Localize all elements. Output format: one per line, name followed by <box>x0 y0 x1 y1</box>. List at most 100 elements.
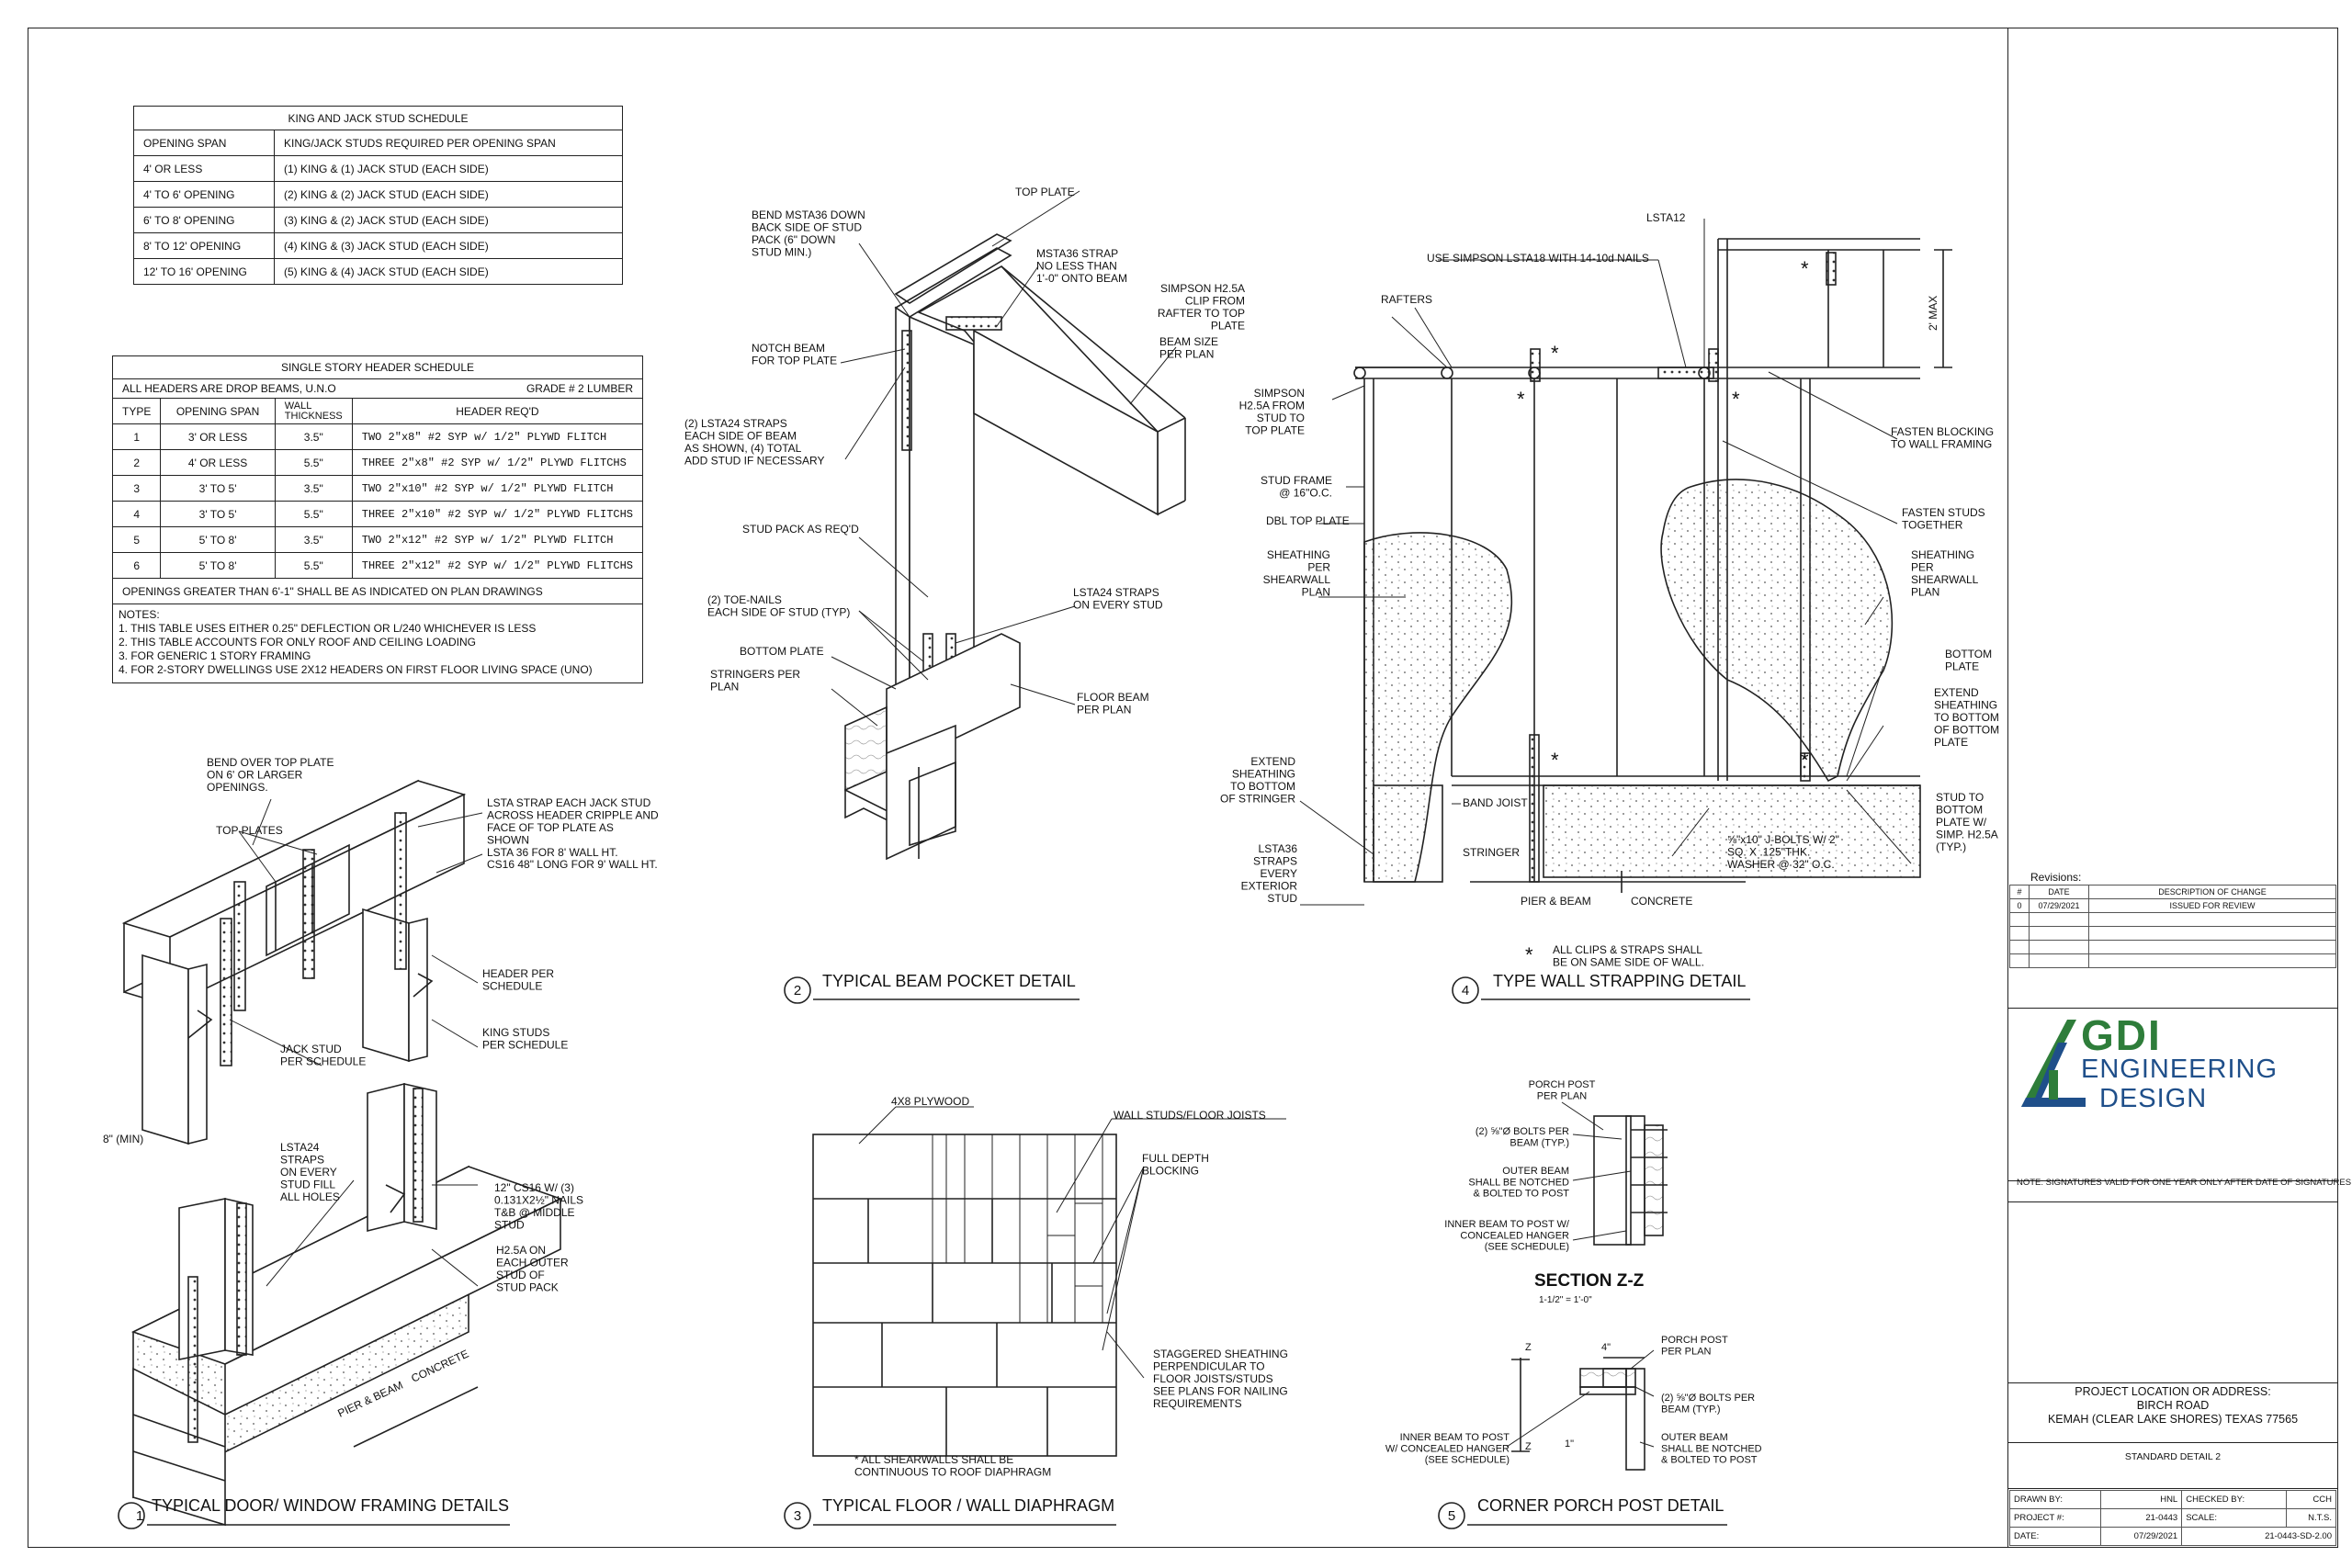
detail-1-title: TYPICAL DOOR/ WINDOW FRAMING DETAILS <box>152 1496 509 1515</box>
table-row: PROJECT #: 21-0443 SCALE: N.T.S. <box>2008 1508 2337 1528</box>
revisions-table: # DATE DESCRIPTION OF CHANGE 0 07/29/202… <box>2009 885 2336 968</box>
cell: 21-0443-SD-2.00 <box>2181 1527 2336 1546</box>
asterisk-5: * <box>1551 749 1559 772</box>
signature-note: NOTE: SIGNATURES VALID FOR ONE YEAR ONLY… <box>2017 1178 2352 1188</box>
label-jbolts: ⅝"x10" J-BOLTS W/ 2"SQ. X .125"THK.WASHE… <box>1727 833 1839 871</box>
cell: 12' TO 16' OPENING <box>133 258 275 285</box>
detail-4-number: 4 <box>1462 983 1469 998</box>
cell: 4' TO 6' OPENING <box>133 181 275 208</box>
detail-2-number: 2 <box>794 983 801 998</box>
label-stud-frame: STUD FRAME@ 16"O.C. <box>1261 474 1332 499</box>
label-stringer: STRINGER <box>1463 846 1520 859</box>
cell: 5' TO 8' <box>160 526 276 553</box>
cell: PROJECT #: <box>2008 1508 2102 1528</box>
note-line: 4. FOR 2-STORY DWELLINGS USE 2X12 HEADER… <box>119 663 593 676</box>
cell: N.T.S. <box>2285 1508 2337 1528</box>
label-plywood: 4X8 PLYWOOD <box>891 1095 969 1108</box>
label-pier-beam-4: PIER & BEAM <box>1521 895 1591 908</box>
cell: 4' OR LESS <box>160 449 276 476</box>
leader-lines <box>229 190 1912 1448</box>
cell: 5.5" <box>274 501 353 527</box>
subtitle-right: GRADE # 2 LUMBER <box>526 382 633 395</box>
table-footer: OPENINGS GREATER THAN 6'-1" SHALL BE AS … <box>112 578 643 604</box>
detail-1-number: 1 <box>136 1508 143 1524</box>
table-title: SINGLE STORY HEADER SCHEDULE <box>112 355 643 379</box>
table-header: KING/JACK STUDS REQUIRED PER OPENING SPA… <box>274 130 623 156</box>
label-4in: 4" <box>1601 1342 1611 1353</box>
table-row: 6' TO 8' OPENING(3) KING & (2) JACK STUD… <box>133 207 623 233</box>
label-concrete-4: CONCRETE <box>1631 895 1692 908</box>
cell: CHECKED BY: <box>2181 1490 2287 1509</box>
detail1-framing-iso <box>121 779 467 1145</box>
cell: 6' TO 8' OPENING <box>133 207 275 233</box>
detail-4-title: TYPE WALL STRAPPING DETAIL <box>1493 972 1746 990</box>
detail-5-circle <box>1438 1502 1465 1529</box>
note-line: 3. FOR GENERIC 1 STORY FRAMING <box>119 649 311 662</box>
cell: (5) KING & (4) JACK STUD (EACH SIDE) <box>274 258 623 285</box>
cell: (4) KING & (3) JACK STUD (EACH SIDE) <box>274 232 623 259</box>
asterisk-4: * <box>1801 257 1809 280</box>
detail-5-number: 5 <box>1448 1508 1455 1524</box>
subtitle-left: ALL HEADERS ARE DROP BEAMS, U.N.O <box>122 382 336 395</box>
cell: 3' TO 5' <box>160 501 276 527</box>
table-header: OPENING SPAN <box>160 398 276 424</box>
cell: DRAWN BY: <box>2008 1490 2102 1509</box>
asterisk-6: * <box>1801 749 1809 772</box>
cell: THREE 2"x12" #2 SYP w/ 1/2" PLYWD FLITCH… <box>351 552 644 579</box>
label-z-bottom: Z <box>1525 1441 1532 1452</box>
asterisk-1: * <box>1551 342 1559 365</box>
table-header: OPENING SPAN <box>133 130 275 156</box>
cell: 21-0443 <box>2100 1508 2183 1528</box>
table-row: 0 07/29/2021 ISSUED FOR REVIEW <box>2009 898 2336 913</box>
cell: 3.5" <box>274 475 353 502</box>
label-2-max: 2' MAX <box>1927 296 1939 331</box>
detail-3-title: TYPICAL FLOOR / WALL DIAPHRAGM <box>822 1496 1114 1515</box>
asterisk-note: * <box>1525 943 1533 966</box>
title-block <box>2007 28 2338 1548</box>
header-schedule: SINGLE STORY HEADER SCHEDULE ALL HEADERS… <box>111 355 644 683</box>
label-rafters: RAFTERS <box>1381 293 1432 306</box>
logo-engineering: ENGINEERING <box>2081 1055 2278 1084</box>
detail-1-circle <box>118 1502 145 1529</box>
cell: DATE: <box>2008 1527 2102 1546</box>
cell: 3' OR LESS <box>160 423 276 450</box>
label-8-min: 8" (MIN) <box>103 1133 143 1145</box>
divider <box>2008 1442 2338 1443</box>
label-inner-beam: INNER BEAM TO POST W/CONCEALED HANGER(SE… <box>1444 1219 1570 1253</box>
label-lsta12: LSTA12 <box>1646 211 1686 224</box>
notes-title: NOTES: <box>119 608 160 621</box>
cell: 0 <box>2009 898 2030 913</box>
logo-design: DESIGN <box>2099 1084 2208 1113</box>
table-row: 8' TO 12' OPENING(4) KING & (3) JACK STU… <box>133 232 623 259</box>
detail-2-title: TYPICAL BEAM POCKET DETAIL <box>822 972 1076 990</box>
cell: THREE 2"x10" #2 SYP w/ 1/2" PLYWD FLITCH… <box>351 501 644 527</box>
